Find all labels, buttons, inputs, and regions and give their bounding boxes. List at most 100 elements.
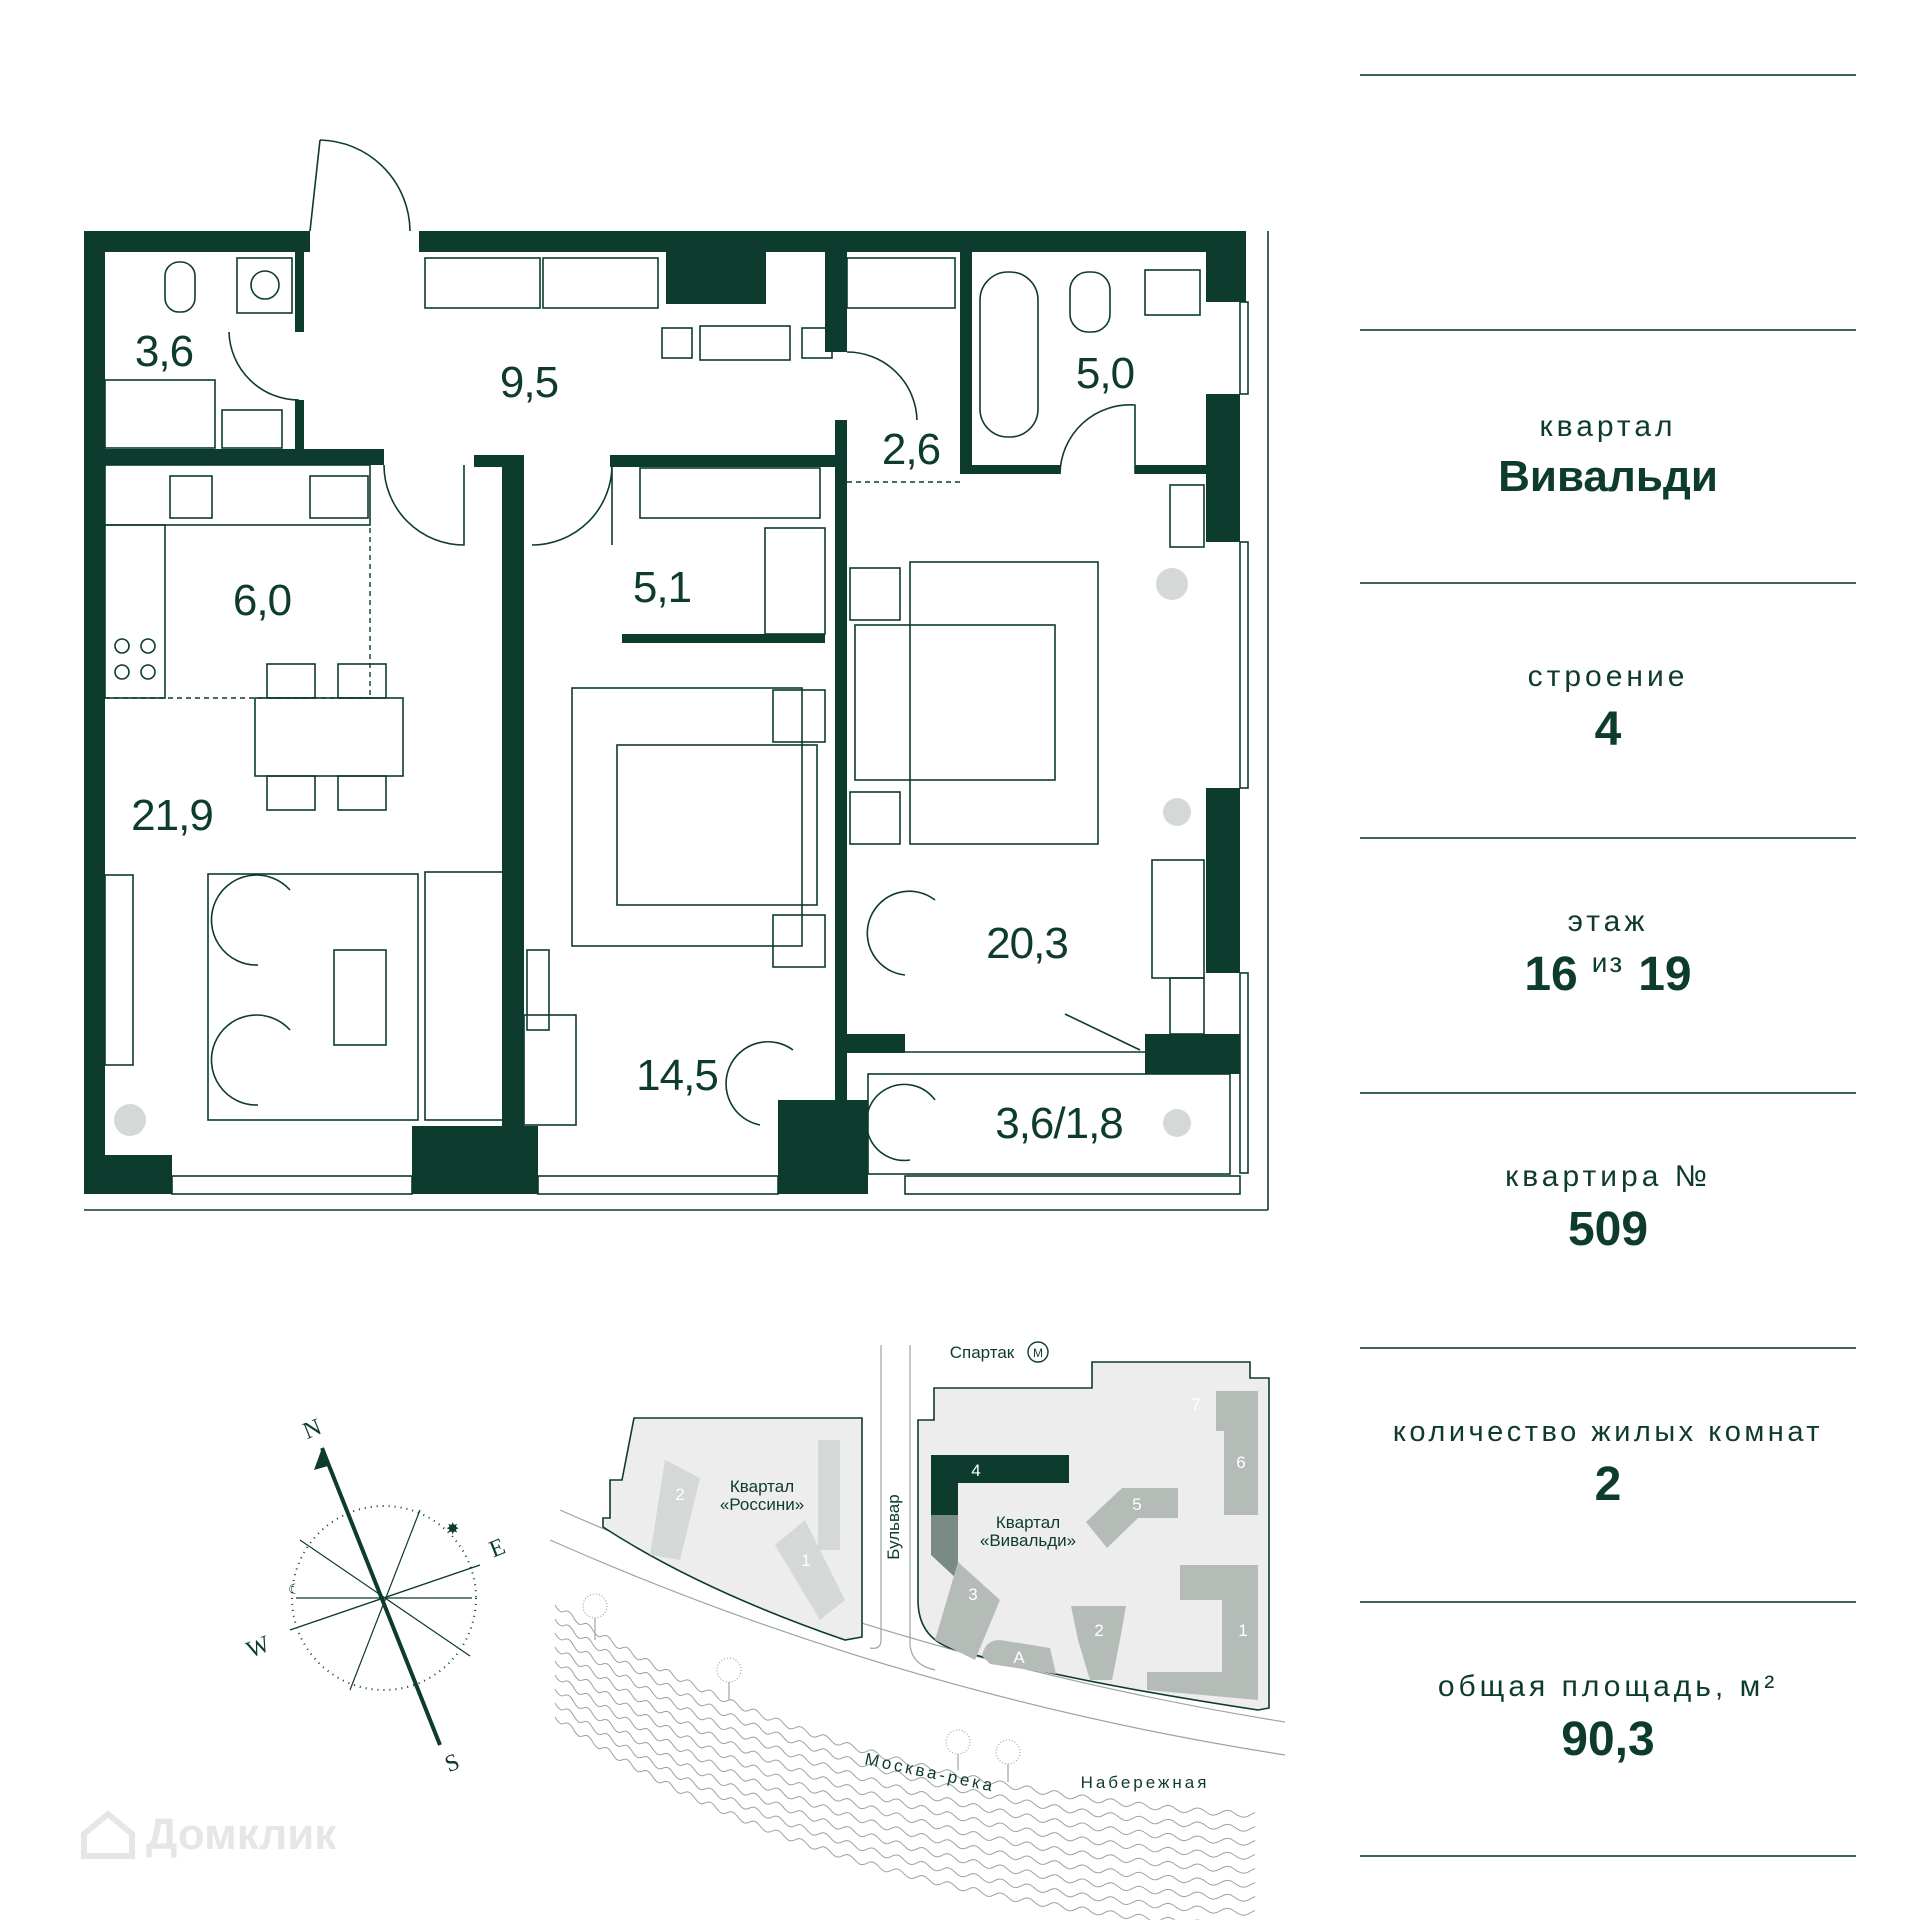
room-area-hall: 9,5 — [500, 358, 558, 407]
building-7 — [1216, 1391, 1258, 1431]
stove-icon — [661, 327, 693, 359]
river-waves — [554, 1604, 1256, 1920]
building-number: 6 — [1236, 1453, 1245, 1472]
windows — [84, 231, 1269, 1211]
plant-icon — [1163, 1109, 1191, 1137]
building-6 — [1224, 1431, 1258, 1515]
stove-icon — [801, 327, 833, 359]
wave-line — [554, 1604, 1256, 1818]
divider — [1360, 1092, 1856, 1094]
armchair-icon — [725, 1040, 794, 1126]
wave-line — [554, 1702, 1256, 1916]
tree-icons — [582, 1593, 1021, 1782]
moon-icon: ☾ — [288, 1581, 301, 1597]
building-3 — [935, 1562, 1000, 1660]
plant-icon — [1163, 798, 1191, 826]
boulevard-label: Бульвар — [884, 1494, 903, 1559]
room-area-kitchen: 6,0 — [233, 576, 291, 625]
info-value: Вивальди — [1498, 452, 1718, 501]
kitchen-counter — [104, 464, 371, 526]
washer-icon — [236, 257, 293, 314]
divider — [1360, 837, 1856, 839]
room-labels: 3,6 9,5 5,0 2,6 6,0 5,1 21,9 20,3 14,5 3… — [131, 327, 1135, 1148]
quarter-vivaldi — [917, 1361, 1270, 1711]
room-area-bathroom-1: 3,6 — [135, 327, 193, 376]
walls — [84, 231, 1246, 1194]
sink-icon — [1144, 269, 1201, 316]
plant-icon — [1156, 568, 1188, 600]
room-area-bedroom-2: 14,5 — [636, 1051, 718, 1100]
bed-icon — [616, 744, 818, 906]
radiator — [526, 949, 550, 1031]
sink-icon — [221, 409, 283, 449]
building-number: 2 — [675, 1485, 684, 1504]
desk-icon — [523, 1014, 577, 1126]
wardrobe-icon — [764, 527, 826, 635]
building-5 — [1086, 1488, 1178, 1548]
rug — [207, 873, 419, 1121]
divider — [1360, 74, 1856, 76]
doors — [105, 139, 1136, 699]
rug — [571, 687, 803, 947]
room-area-bathroom-2: 5,0 — [1076, 349, 1134, 398]
wave-line — [554, 1646, 1256, 1860]
info-label: строение — [1527, 660, 1689, 693]
metro-icon-letter: М — [1033, 1346, 1043, 1360]
info-area: общая площадь, м² 90,3 — [1360, 1670, 1856, 1767]
wardrobe-icon — [639, 467, 821, 519]
compass-west: W — [243, 1631, 274, 1664]
radiator — [1169, 484, 1205, 548]
wardrobe-icon — [846, 257, 956, 309]
road-edge — [549, 1539, 1286, 1756]
info-rooms: количество жилых комнат 2 — [1360, 1416, 1856, 1512]
compass-north: N — [299, 1414, 325, 1445]
floor-total: 19 — [1638, 948, 1692, 1001]
cooktop-icon — [309, 475, 369, 519]
sun-icon: ✸ — [446, 1521, 459, 1538]
sofa-icon — [424, 871, 512, 1121]
building-4-highlight — [931, 1455, 1069, 1483]
bathtub-icon — [979, 271, 1039, 438]
kitchen-counter — [104, 524, 166, 699]
radiator — [1169, 977, 1205, 1035]
wave-line — [554, 1618, 1256, 1832]
watermark: Домклик — [80, 1810, 336, 1860]
compass-east: E — [486, 1534, 509, 1564]
divider — [1360, 329, 1856, 331]
balcony — [867, 1073, 1231, 1175]
site-map: 2 1 4 7 6 5 3 2 A 1 Спартак М Бульвар Кв… — [549, 1341, 1286, 1920]
sink-icon — [169, 475, 213, 519]
building-2 — [1071, 1606, 1126, 1680]
info-label: квартал — [1539, 410, 1677, 443]
desk-icon — [1151, 859, 1205, 979]
quarter-rossini-label: Квартал — [730, 1477, 794, 1496]
building-A — [982, 1640, 1056, 1674]
house-logo-icon — [81, 1810, 135, 1859]
info-value: 2 — [1594, 1458, 1622, 1511]
boulevard-edge — [869, 1345, 882, 1649]
divider — [1360, 1347, 1856, 1349]
building-number: 1 — [1238, 1621, 1247, 1640]
armchair-icon — [866, 890, 936, 976]
building-number: 1 — [801, 1551, 810, 1570]
info-value: 90,3 — [1561, 1713, 1655, 1766]
quarter-rossini-label: «Россини» — [720, 1495, 804, 1514]
room-area-living: 21,9 — [131, 791, 213, 840]
divider — [1360, 582, 1856, 584]
building-number: 2 — [1094, 1621, 1103, 1640]
info-quarter: квартал Вивальди — [1360, 410, 1856, 502]
tv-stand — [104, 874, 134, 1066]
wave-line — [554, 1674, 1256, 1888]
building-number: 3 — [968, 1585, 977, 1604]
quarter-vivaldi-label: «Вивальди» — [980, 1531, 1076, 1550]
armchair-icon — [210, 1014, 291, 1106]
building-rossini-2 — [650, 1460, 700, 1560]
dining-table — [254, 697, 404, 777]
shower-icon — [104, 379, 216, 449]
rug — [909, 561, 1099, 845]
building-number: 4 — [971, 1461, 980, 1480]
info-value: 509 — [1567, 1203, 1649, 1256]
embankment-label: Набережная — [1081, 1773, 1210, 1792]
armchair-icon — [210, 874, 291, 966]
